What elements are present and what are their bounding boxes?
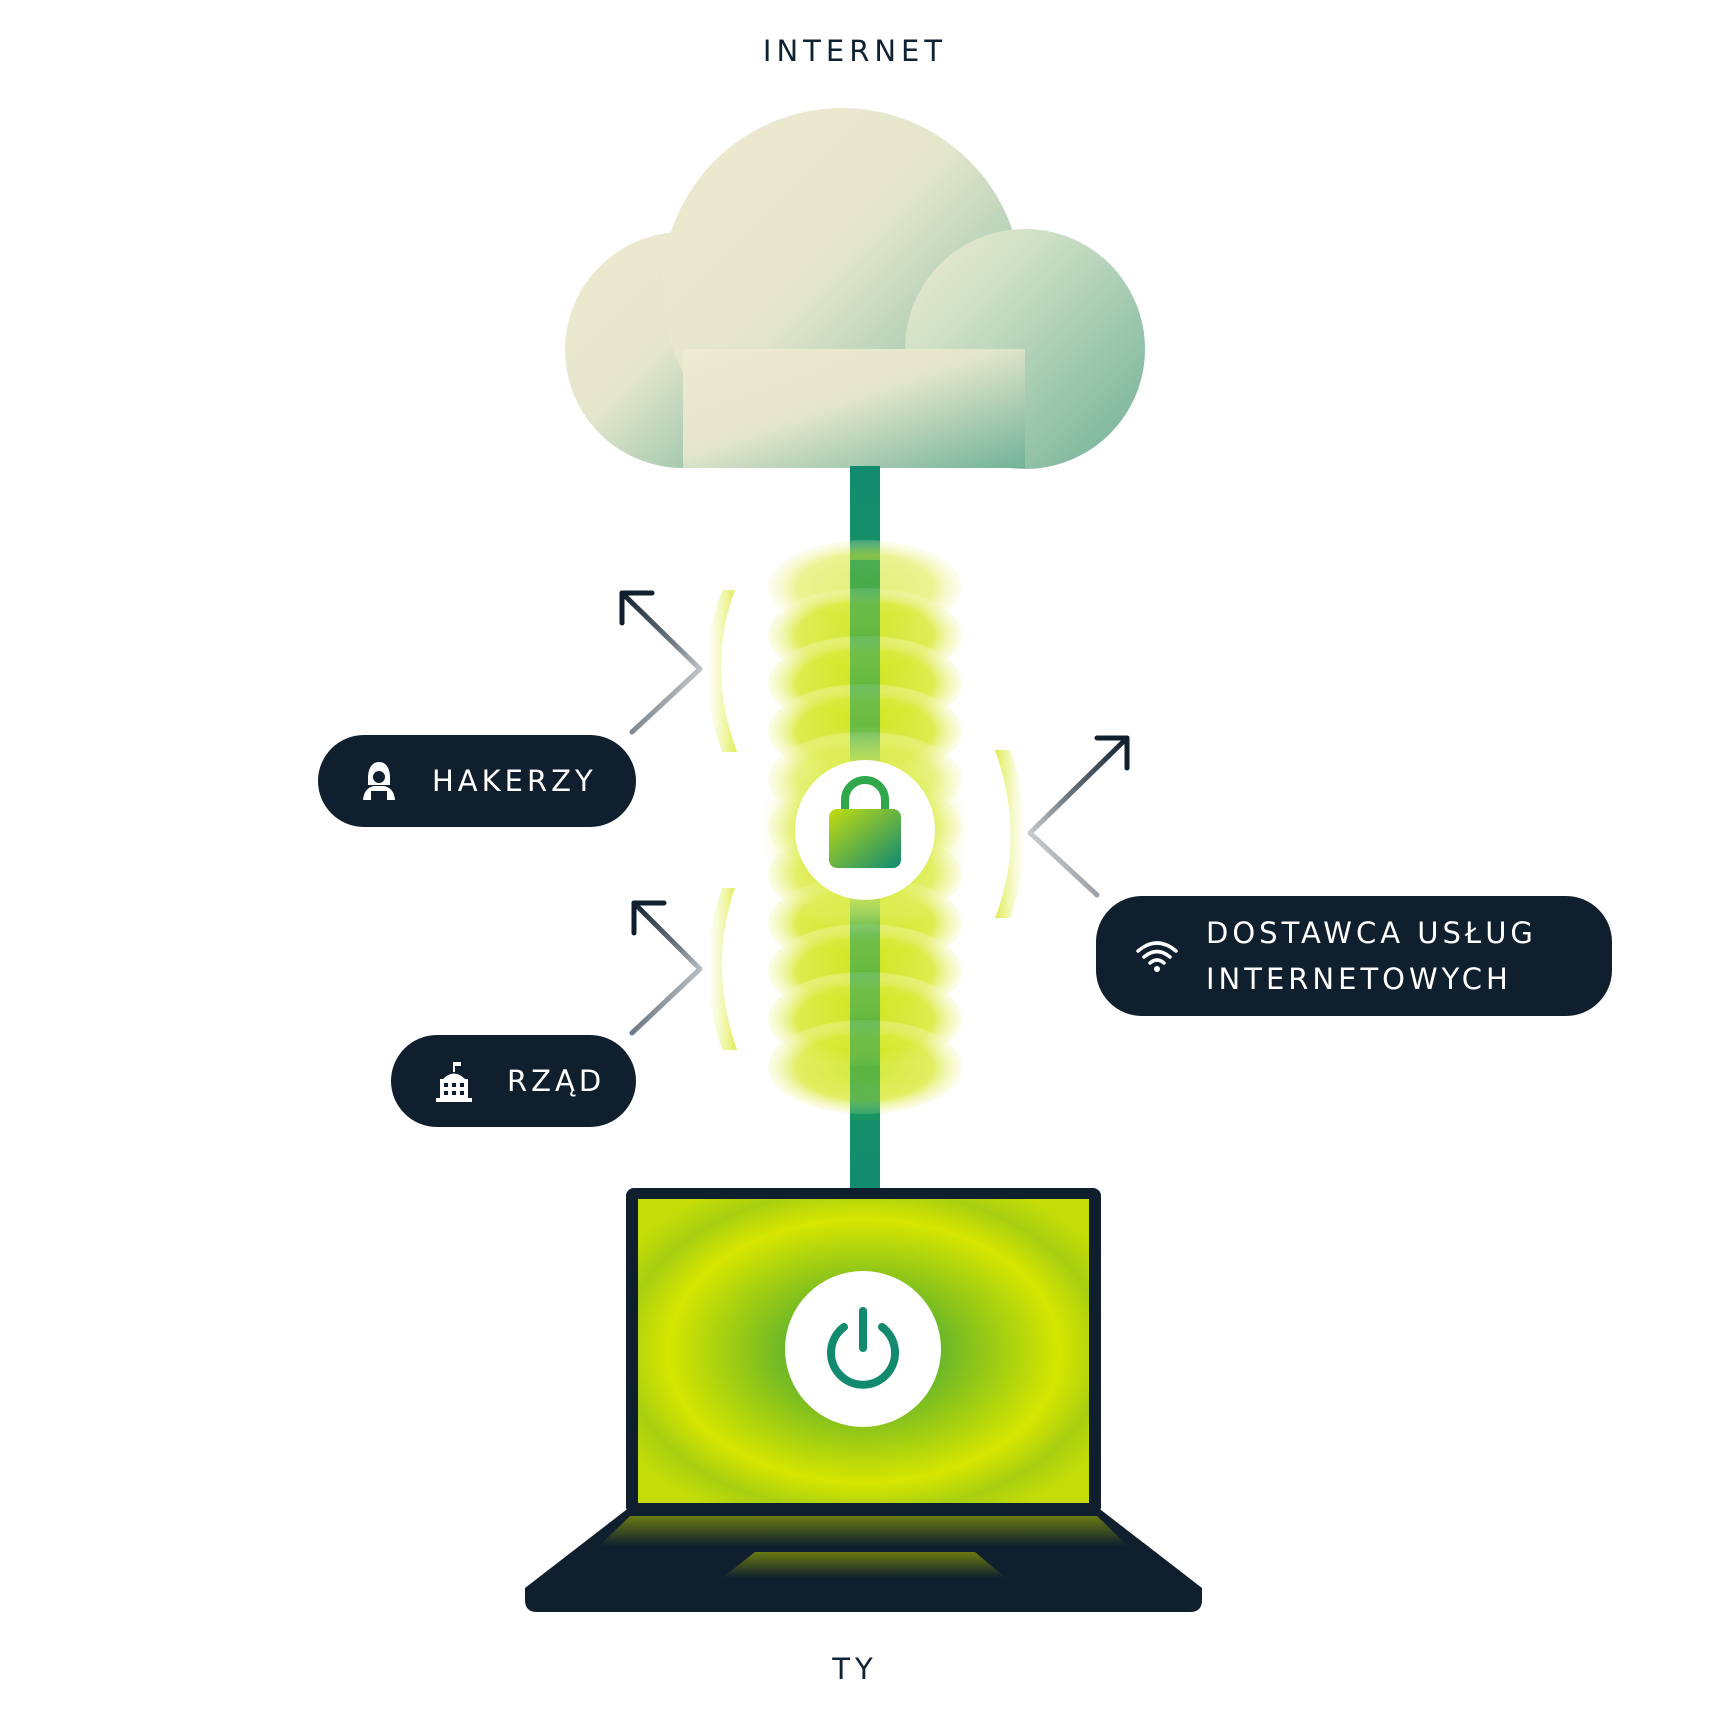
arrow-gov	[632, 903, 700, 1033]
government-building-icon	[431, 1058, 477, 1104]
isp-label-line1: DOSTAWCA USŁUG	[1206, 910, 1537, 956]
deflect-arc-hackers	[707, 590, 737, 752]
internet-label: INTERNET	[655, 34, 1055, 68]
isp-badge: DOSTAWCA USŁUG INTERNETOWYCH	[1096, 896, 1612, 1016]
hackers-label: HAKERZY	[432, 758, 597, 804]
government-badge: RZĄD	[391, 1035, 636, 1127]
deflect-arc-isp	[995, 750, 1025, 918]
you-label: TY	[655, 1652, 1055, 1686]
isp-label: DOSTAWCA USŁUG INTERNETOWYCH	[1206, 910, 1537, 1002]
government-label: RZĄD	[507, 1058, 605, 1104]
isp-label-line2: INTERNETOWYCH	[1206, 956, 1537, 1002]
arrow-isp	[1030, 738, 1127, 895]
wifi-icon	[1134, 933, 1180, 979]
arrow-hackers	[622, 593, 700, 732]
deflect-arc-gov	[708, 888, 737, 1050]
cloud-icon	[565, 108, 1145, 469]
hacker-icon	[356, 758, 402, 804]
hackers-badge: HAKERZY	[318, 735, 636, 827]
